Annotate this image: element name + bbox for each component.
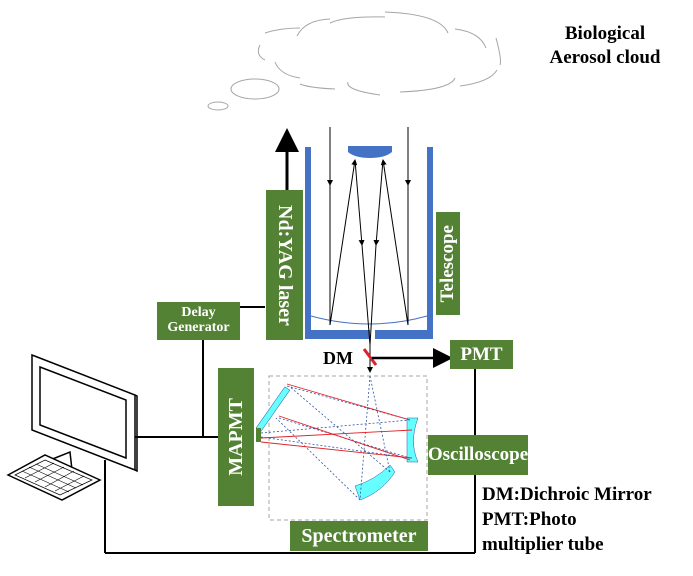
mapmt-box: MAPMT (218, 368, 254, 506)
target-label: Biological Aerosol cloud (530, 22, 680, 70)
spectrometer-optics (255, 375, 419, 501)
dm-label: DM (323, 348, 353, 368)
dichroic-mirror-icon (362, 348, 378, 366)
delay-generator-box: Delay Generator (157, 302, 240, 340)
focusing-mirror-icon (354, 464, 396, 501)
legend-line1: DM:Dichroic Mirror (482, 484, 652, 505)
legend-line2: PMT:Photo (482, 509, 577, 530)
oscilloscope-label: Oscilloscope (427, 444, 529, 466)
pmt-label: PMT (460, 343, 503, 365)
oscilloscope-box: Oscilloscope (428, 435, 528, 475)
spectrometer-enclosure (268, 375, 428, 521)
signal-cables (104, 306, 476, 554)
legend-line3: multiplier tube (482, 534, 604, 555)
delay-generator-line2: Generator (167, 320, 230, 335)
mapmt-window (256, 428, 261, 442)
secondary-mirror-icon (348, 146, 392, 158)
laser-label: Nd:YAG laser (274, 204, 296, 326)
telescope-box: Telescope (436, 212, 460, 315)
spectrometer-label: Spectrometer (301, 524, 417, 547)
telescope-label: Telescope (437, 224, 459, 303)
spectrometer-box: Spectrometer (290, 521, 428, 551)
pmt-box: PMT (450, 340, 513, 369)
collimating-mirror-icon (406, 417, 419, 463)
target-label-line1: Biological (564, 23, 646, 44)
delay-generator-line1: Delay (181, 305, 216, 321)
telescope-tube-icon (305, 146, 433, 339)
mapmt-label: MAPMT (224, 398, 247, 476)
aerosol-cloud-icon (207, 11, 501, 111)
laser-box: Nd:YAG laser (266, 190, 303, 340)
computer-icon (6, 353, 138, 501)
legend: DM:Dichroic Mirror PMT:Photo multiplier … (482, 482, 652, 557)
target-label-line2: Aerosol cloud (549, 47, 661, 68)
primary-mirror-icon (310, 315, 428, 325)
grating-icon (255, 386, 291, 432)
telescope-rays (327, 127, 411, 373)
